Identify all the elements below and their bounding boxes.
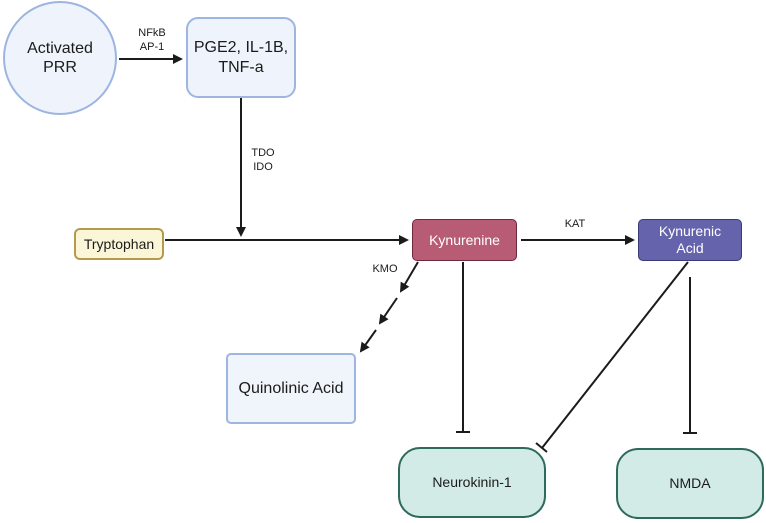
edge-segment [399,261,419,293]
node-label: PGE2, IL-1B, TNF-a [193,39,289,76]
edge-label-nfkb-ap1: NFkB AP-1 [138,27,166,53]
edge-segment [359,329,377,353]
node-neurokinin-1: Neurokinin-1 [398,447,546,518]
edge-segment [378,297,398,325]
node-activated-prr: Activated PRR [3,1,117,115]
node-label: NMDA [669,475,711,492]
node-label: Neurokinin-1 [432,474,512,491]
node-kynurenic-acid: Kynurenic Acid [638,219,742,261]
edge-kynurenine-inhibits-neurokinin-1 [456,262,470,433]
node-kynurenine: Kynurenine [412,219,517,261]
node-label: Quinolinic Acid [238,379,344,397]
edge-kynurenic-acid-inhibits-neurokinin-1 [535,261,689,453]
node-label: Activated PRR [27,39,93,76]
node-cytokines: PGE2, IL-1B, TNF-a [186,17,296,98]
edge-label-kat: KAT [564,218,586,230]
node-quinolinic-acid: Quinolinic Acid [226,353,356,424]
edge-label-tdo-ido: TDO IDO [251,147,275,173]
edge-label-kmo: KMO [372,263,398,275]
node-nmda: NMDA [616,448,764,519]
node-label: Kynurenic Acid [658,223,722,256]
edge-kynurenic-acid-inhibits-nmda [683,277,697,434]
node-label: Tryptophan [83,235,155,252]
edge-kynurenine-to-quinolinic-acid [359,261,419,353]
inhibition-bar [535,442,548,453]
node-label: Kynurenine [429,231,500,248]
node-tryptophan: Tryptophan [74,228,164,260]
